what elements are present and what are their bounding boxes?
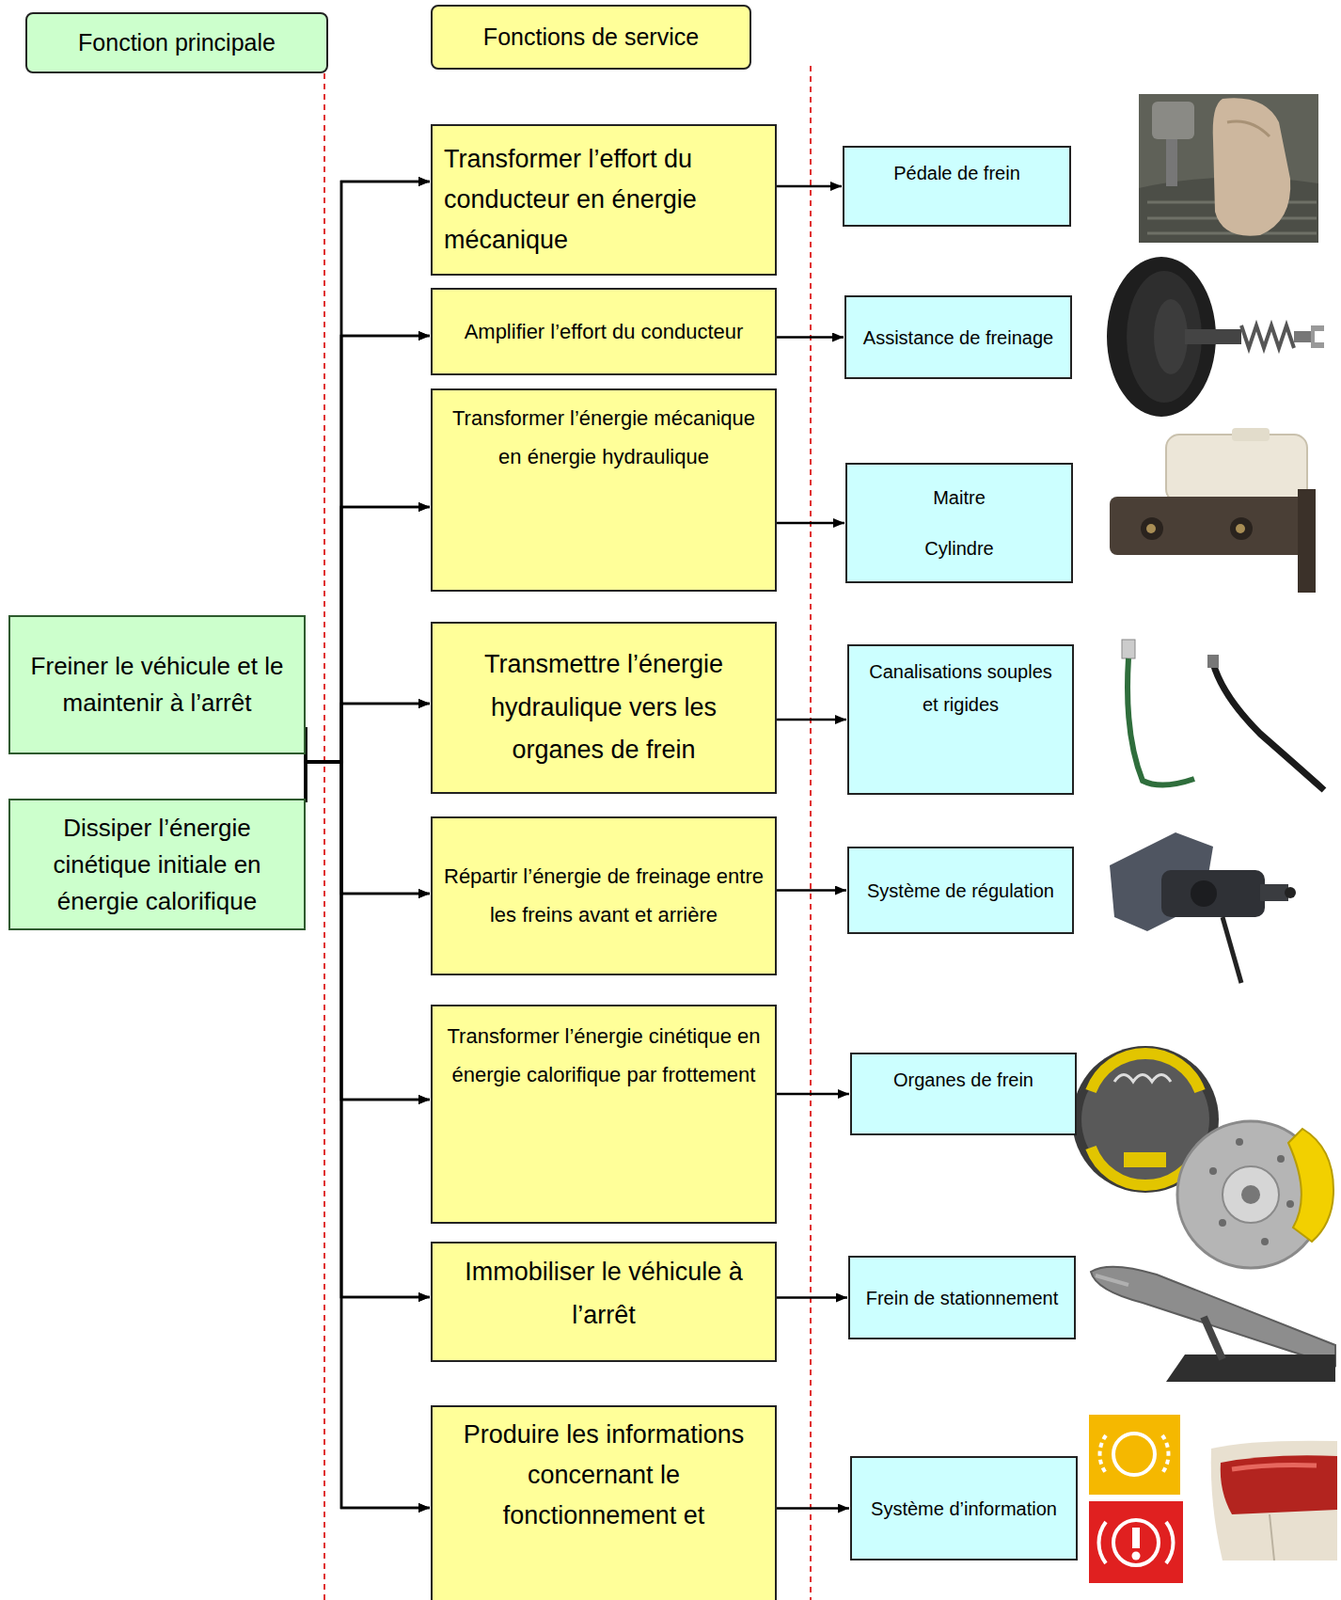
box-text: Fonction principale <box>38 27 316 59</box>
component-box: Système de régulation <box>847 846 1074 934</box>
box-text: Immobiliser le véhicule à l’arrêt <box>443 1250 764 1338</box>
arrow-connector <box>776 521 845 525</box>
box-text: Répartir l’énergie de freinage entre les… <box>443 857 764 934</box>
pipe-illustration <box>1121 639 1325 790</box>
function-box: Freiner le véhicule et le maintenir à l’… <box>8 615 306 755</box>
brake-organs-illustration <box>1072 1045 1334 1268</box>
box-text: Pédale de frein <box>855 158 1058 188</box>
box-text: Frein de stationnement <box>861 1281 1063 1314</box>
box-text: Produire les informations concernant le … <box>443 1414 764 1537</box>
header-box: Fonction principale <box>25 12 329 74</box>
box-text: Dissiper l’énergie cinétique initiale en… <box>21 809 293 920</box>
box-text: Organes de frein <box>863 1065 1064 1094</box>
arrow-connector <box>305 181 430 803</box>
brake-warning-icon <box>1088 1500 1184 1583</box>
box-text: Fonctions de service <box>443 21 739 53</box>
service-function-box: Transmettre l’énergie hydraulique vers l… <box>430 621 777 794</box>
arrow-connector <box>305 726 430 1297</box>
component-box: Canalisations souples et rigides <box>847 644 1074 795</box>
arrow-connector <box>776 335 844 339</box>
regulator-illustration <box>1109 832 1296 983</box>
arrow-connector <box>305 761 430 1508</box>
arrow-connector <box>776 888 847 892</box>
arrow-connector <box>305 181 430 762</box>
header-box: Fonctions de service <box>430 4 752 70</box>
arrow-connector <box>305 335 430 803</box>
arrow-connector <box>305 726 430 1508</box>
box-text: Transformer l’effort du conducteur en én… <box>443 139 764 262</box>
component-box: Système d’information <box>850 1455 1078 1561</box>
arrow-connector <box>305 726 430 1100</box>
box-text: Freiner le véhicule et le maintenir à l’… <box>21 647 293 722</box>
arrow-connector <box>776 718 847 722</box>
component-box: Frein de stationnement <box>848 1255 1076 1340</box>
service-function-box: Produire les informations concernant le … <box>430 1404 777 1600</box>
brake-wear-icon <box>1088 1414 1181 1495</box>
component-box: Pédale de frein <box>842 145 1072 227</box>
box-text: Transformer l’énergie mécanique en énerg… <box>443 399 764 476</box>
service-function-box: Immobiliser le véhicule à l’arrêt <box>430 1241 777 1362</box>
arrow-connector <box>305 761 430 894</box>
box-text: Canalisations souples et rigides <box>860 655 1061 722</box>
box-text: Système d’information <box>863 1492 1065 1525</box>
arrow-connector <box>305 761 430 1297</box>
arrow-connector <box>305 335 430 762</box>
box-text: Transformer l’énergie cinétique en énerg… <box>443 1017 764 1094</box>
component-box: Maitre Cylindre <box>845 462 1073 584</box>
box-text: Amplifier l’effort du conducteur <box>443 313 764 351</box>
arrow-connector <box>776 1506 850 1510</box>
box-text: Assistance de freinage <box>857 322 1059 353</box>
arrow-connector <box>305 506 430 803</box>
tail-light-illustration <box>1211 1440 1338 1561</box>
booster-illustration <box>1106 256 1325 417</box>
arrow-connector <box>305 506 430 762</box>
box-text: Maitre Cylindre <box>907 472 1011 574</box>
function-box: Dissiper l’énergie cinétique initiale en… <box>8 798 306 931</box>
separator-line <box>323 73 326 1600</box>
arrow-connector <box>305 761 430 1100</box>
component-box: Organes de frein <box>850 1052 1077 1136</box>
arrow-connector <box>776 1092 850 1096</box>
parking-brake-illustration <box>1090 1266 1336 1382</box>
box-text: Transmettre l’énergie hydraulique vers l… <box>443 643 764 774</box>
box-text: Système de régulation <box>860 875 1061 906</box>
service-function-box: Amplifier l’effort du conducteur <box>430 287 777 376</box>
arrow-connector <box>305 703 430 803</box>
service-function-box: Transformer l’effort du conducteur en én… <box>430 124 777 276</box>
arrow-connector <box>776 185 842 189</box>
arrow-connector <box>305 703 430 762</box>
separator-line <box>809 65 812 1600</box>
service-function-box: Répartir l’énergie de freinage entre les… <box>430 816 777 976</box>
component-box: Assistance de freinage <box>844 295 1073 379</box>
master-cylinder-illustration <box>1109 427 1316 593</box>
service-function-box: Transformer l’énergie mécanique en énerg… <box>430 388 777 592</box>
arrow-connector <box>776 1295 848 1299</box>
pedal-photo <box>1138 94 1319 243</box>
service-function-box: Transformer l’énergie cinétique en énerg… <box>430 1004 777 1224</box>
arrow-connector <box>305 726 430 894</box>
